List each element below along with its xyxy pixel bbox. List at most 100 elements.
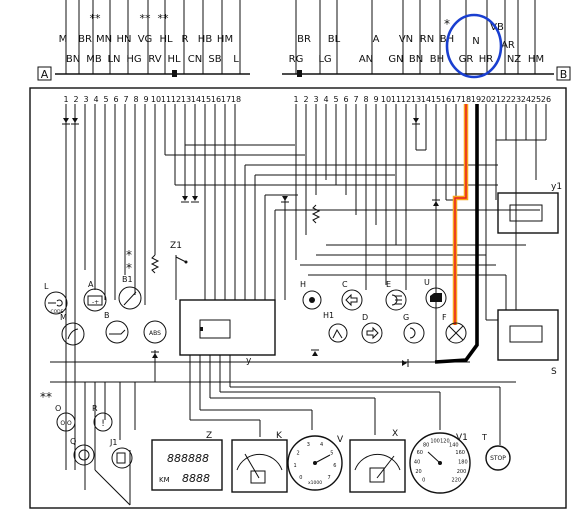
lamp-battery-icon [83, 288, 107, 312]
speed-tick: 120 [440, 439, 450, 445]
wire-code: HN [117, 34, 132, 45]
label-f: F [442, 313, 447, 322]
wire-code: HM [217, 34, 233, 45]
connector-a-pin-9: 9 [143, 95, 148, 104]
connector-b-pin-12: 12 [401, 95, 411, 104]
warning-lamp-icon [93, 412, 113, 432]
lamp-o-icon [56, 412, 76, 432]
connector-b-pin-19: 19 [471, 95, 481, 104]
lcd-top-digits: 888888 [167, 452, 209, 465]
resistor-right [311, 204, 321, 224]
label-h: H [300, 280, 306, 289]
lcd-km: KM [159, 476, 170, 484]
wire-code: VN [399, 34, 413, 45]
rpm-tick: 1 [294, 463, 297, 469]
wire-star: ** [140, 12, 152, 25]
ic-y: y [179, 299, 276, 366]
connector-b-pin-15: 15 [431, 95, 441, 104]
connector-b-pin-2: 2 [303, 95, 308, 104]
wire-code: HM [528, 54, 544, 65]
lamp-h1-icon [328, 323, 348, 343]
label-s: S [551, 367, 557, 377]
key-icon [48, 299, 63, 307]
label-a: A [88, 280, 94, 289]
rpm-unit: x1000 [308, 480, 322, 486]
wire-code: RV [148, 54, 161, 65]
stop-text: STOP [490, 455, 506, 462]
connector-a-pin-10: 10 [151, 95, 161, 104]
lamp-l-icon [44, 291, 68, 315]
connector-a-pin-12: 12 [171, 95, 181, 104]
label-v: V [337, 435, 344, 445]
wire-code: RG [289, 54, 304, 65]
left-top-leads [65, 0, 241, 74]
connector-a-pin-11: 11 [161, 95, 171, 104]
connector-a-pin-16: 16 [211, 95, 221, 104]
wire-orange [452, 104, 469, 325]
label-c: C [342, 280, 348, 289]
lcd-bottom-digits: 8888 [182, 472, 210, 485]
wire-code: M [59, 34, 68, 45]
wire-code: SB [208, 54, 221, 65]
label-e: E [386, 280, 391, 289]
ic-y1: y1 [497, 182, 562, 234]
wire-black [434, 104, 479, 364]
speed-tick: 140 [449, 443, 459, 449]
rpm-tick: 6 [333, 463, 336, 469]
highlighted-wires [434, 104, 479, 364]
connector-a-pin-8: 8 [133, 95, 138, 104]
lamp-q-icon [73, 444, 95, 466]
rpm-tick: 4 [320, 442, 323, 448]
speed-tick: 80 [423, 443, 429, 449]
label-m: M [60, 313, 67, 322]
connector-b-pin-23: 23 [511, 95, 521, 104]
connector-b-key [297, 70, 302, 77]
wire-code: LG [318, 54, 331, 65]
abs-lamp-icon [143, 320, 167, 344]
lamp-m-icon [61, 322, 85, 346]
wire-code: MB [86, 54, 102, 65]
headlight-icon [385, 289, 407, 311]
label-x: X [392, 429, 398, 439]
wire-code: A [373, 34, 380, 45]
fuel-gauge-k: K [231, 431, 288, 493]
warning-lamps: CODE L -+ A B1 * * M B ABS H H1 C [44, 248, 467, 346]
label-k: K [276, 431, 283, 441]
wire-code: GN [388, 54, 403, 65]
connector-b-pin-16: 16 [441, 95, 451, 104]
turn-left-icon [341, 289, 363, 311]
connector-b-pin-13: 13 [411, 95, 421, 104]
fuel-pump-icon [111, 447, 133, 469]
svg-text:-+: -+ [92, 299, 99, 306]
highlight-label: N [472, 36, 479, 47]
lamp-g-icon [403, 322, 425, 344]
connector-b-pin-3: 3 [313, 95, 318, 104]
label-y1: y1 [551, 182, 562, 192]
stop-lamp-t: STOP T [481, 433, 511, 471]
connector-b-pin-9: 9 [373, 95, 378, 104]
speed-tick: 0 [422, 477, 425, 483]
lamp-b1-icon [118, 286, 142, 310]
abs-label: ABS [149, 330, 161, 337]
wire-star: ** [40, 390, 52, 404]
rpm-tick: 2 [297, 450, 300, 456]
speed-tick: 200 [457, 469, 467, 475]
connector-b-pin-10: 10 [381, 95, 391, 104]
label-t: T [481, 433, 487, 442]
label-r: R [92, 404, 98, 413]
wire-code: GR [459, 54, 474, 65]
connector-b-pin-25: 25 [531, 95, 541, 104]
rpm-tick: 5 [330, 450, 333, 456]
speed-tick: 220 [452, 477, 462, 483]
connector-a-pin-7: 7 [123, 95, 128, 104]
wire-code: LN [107, 54, 120, 65]
connector-a-pin-13: 13 [181, 95, 191, 104]
label-j1: J1 [109, 438, 117, 447]
wire-code: BR [297, 34, 311, 45]
right-wire-codes: BR BL A VN RN BH VB AR * RG LG AN GN BN … [289, 17, 544, 65]
wire-code: VG [138, 34, 153, 45]
connector-b-pin-18: 18 [461, 95, 471, 104]
